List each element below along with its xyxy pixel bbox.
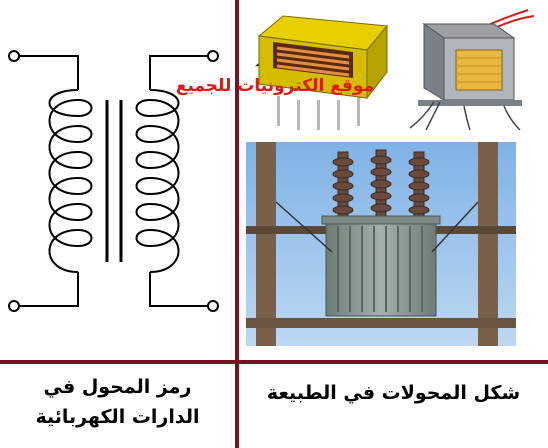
terminal-top-left — [8, 50, 20, 62]
horizontal-divider — [0, 360, 548, 364]
transformer-symbol-diagram — [8, 50, 219, 312]
laminated-transformer-image — [404, 4, 540, 132]
vertical-divider — [235, 0, 239, 448]
terminal-bottom-right — [207, 300, 219, 312]
symbol-caption-line2: الدارات الكهربائية — [35, 406, 200, 428]
terminal-bottom-left — [8, 300, 20, 312]
terminal-top-right — [207, 50, 219, 62]
pole-transformer-photo — [246, 142, 516, 346]
primary-coil — [48, 89, 93, 273]
site-watermark: موقع الكترونيات للجميع — [175, 76, 375, 96]
primary-lead-bottom — [19, 272, 79, 307]
symbol-caption-line1: رمز المحول في — [43, 376, 192, 398]
secondary-lead-top — [149, 55, 208, 90]
secondary-lead-bottom — [149, 272, 208, 307]
primary-lead-top — [19, 55, 79, 90]
ferrite-transformer-image — [249, 6, 399, 130]
nature-caption: شكل المحولات في الطبيعة — [266, 382, 521, 404]
secondary-coil — [135, 89, 180, 273]
symbol-caption: رمز المحول في الدارات الكهربائية — [0, 372, 235, 432]
